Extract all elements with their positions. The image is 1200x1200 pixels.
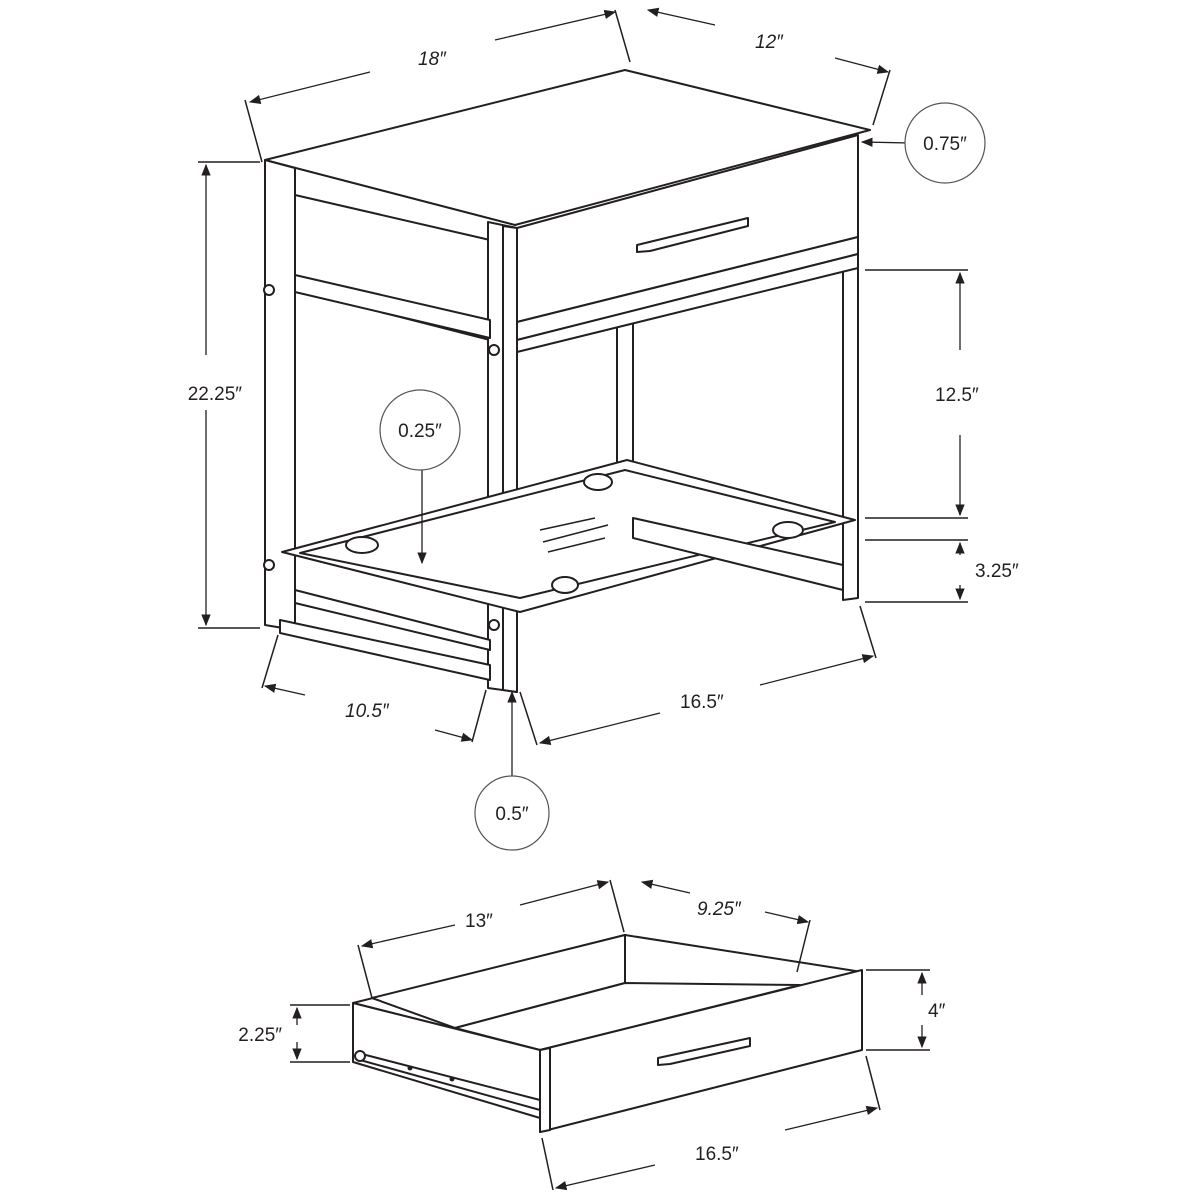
label-height: 22.25″ [188, 384, 243, 405]
label-top-thickness: 0.75″ [923, 134, 967, 155]
callout-circle-top-thickness [904, 102, 986, 184]
label-bottom-clearance: 3.25″ [975, 561, 1019, 582]
drawer-handle [636, 217, 749, 253]
glass-reflection [539, 517, 609, 553]
lower-side-rail-2 [279, 619, 491, 681]
lower-side-rail [294, 589, 491, 651]
drawer-drawing [352, 934, 863, 1133]
shelf-glass [299, 469, 836, 599]
table-top [264, 69, 871, 226]
drawer-front-handle [657, 1037, 751, 1066]
callout-circle-shelf-thickness [379, 389, 461, 471]
label-side-inner-depth: 10.5″ [345, 701, 390, 722]
slide-hole [407, 1065, 413, 1071]
label-width: 18″ [418, 49, 447, 70]
callout-circle-leg-size [474, 775, 550, 851]
label-drawer-inner-height: 2.25″ [238, 1025, 282, 1046]
leg-back-right [842, 243, 859, 601]
upper-side-rail [294, 274, 491, 339]
drawer-slide [357, 1052, 541, 1111]
label-drawer-front-height: 4″ [928, 1001, 946, 1022]
lower-back-rail [632, 517, 844, 591]
label-depth: 12″ [755, 32, 784, 53]
label-leg-size: 0.5″ [495, 804, 528, 825]
slide-hole-2 [449, 1076, 455, 1082]
dimension-lines [198, 7, 968, 1191]
end-table-drawing [263, 69, 871, 693]
slide-screw [354, 1050, 366, 1062]
drawer-front-panel-edge [539, 1047, 551, 1133]
shelf-clips [345, 473, 804, 594]
leg-front-right-inner [502, 225, 518, 693]
label-opening-height: 12.5″ [935, 385, 979, 406]
label-front-inner-width: 16.5″ [680, 692, 724, 713]
label-drawer-depth: 9.25″ [697, 899, 742, 920]
label-drawer-front-width: 16.5″ [695, 1144, 739, 1165]
label-shelf-thickness: 0.25″ [398, 421, 442, 442]
label-drawer-width: 13″ [465, 911, 493, 932]
upper-back-rail [516, 253, 859, 353]
screw-heads [263, 284, 500, 631]
